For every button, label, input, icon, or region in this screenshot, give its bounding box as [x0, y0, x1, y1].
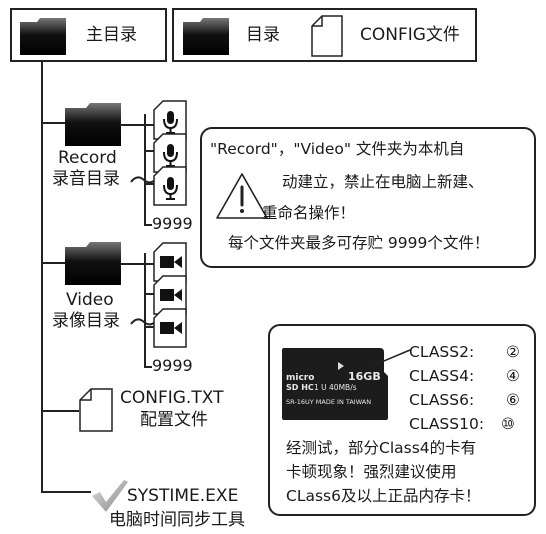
- video-cn-name: 录像目录: [52, 311, 120, 331]
- sd-card-image: micro SD HC 16GB 1 U 40MB/s SR-16UY MADE…: [282, 348, 388, 420]
- record-cn-name: 录音目录: [52, 169, 120, 189]
- class4-label: CLASS4:: [409, 367, 475, 385]
- class4-symbol: ④: [506, 367, 520, 385]
- legend-main-dir-box: 主目录: [10, 8, 167, 62]
- video-camera-icon: [153, 275, 187, 315]
- config-txt-cn-name: 配置文件: [140, 410, 208, 430]
- folder-icon: [20, 18, 66, 55]
- video-count-branch: [144, 366, 152, 368]
- record-name: Record: [58, 148, 117, 168]
- class10-label: CLASS10:: [409, 415, 485, 433]
- sd-capacity: 16GB: [348, 370, 381, 383]
- record-file1-branch: [120, 124, 154, 126]
- document-icon: [79, 388, 113, 432]
- config-txt-name: CONFIG.TXT: [120, 388, 224, 408]
- legend-config-label: CONFIG文件: [360, 25, 460, 45]
- video-file2-branch: [144, 293, 154, 295]
- folder-icon: [183, 18, 229, 55]
- systime-name: SYSTIME.EXE: [127, 486, 239, 506]
- video-camera-icon: [153, 308, 187, 348]
- microphone-icon: [153, 166, 187, 206]
- class10-symbol: ⑩: [501, 415, 515, 433]
- branch-video-line: [41, 262, 65, 264]
- legend-dir-config-box: 目录 CONFIG文件: [172, 8, 477, 62]
- document-icon: [311, 15, 343, 57]
- sd-note-line3: CLass6及以上正品内存卡！: [286, 487, 481, 505]
- microphone-icon: [153, 100, 187, 140]
- sd-note-line2: 卡顿现象！强烈建议使用: [286, 463, 457, 481]
- branch-systime-line: [41, 491, 91, 493]
- class2-symbol: ②: [506, 343, 520, 361]
- record-files-line: [144, 114, 146, 226]
- class6-symbol: ⑥: [506, 391, 520, 409]
- sd-model: SR-16UY MADE IN TAIWAN: [286, 398, 371, 406]
- branch-record-line: [41, 122, 65, 124]
- sd-brand-bot: SD HC: [286, 383, 314, 392]
- video-count: 9999: [152, 356, 193, 375]
- legend-main-dir-label: 主目录: [86, 25, 137, 45]
- sd-brand-top: micro: [286, 373, 314, 383]
- video-file1-branch: [120, 263, 154, 265]
- systime-cn-name: 电脑时间同步工具: [109, 510, 245, 530]
- tree-trunk-line: [41, 62, 43, 492]
- legend-dir-label: 目录: [246, 25, 280, 45]
- class2-label: CLASS2:: [409, 343, 475, 361]
- checkmark-icon: [92, 480, 128, 512]
- sd-speed: 1 U 40MB/s: [314, 383, 357, 392]
- record-count: 9999: [152, 214, 193, 233]
- video-file3-branch: [144, 326, 154, 328]
- warning-icon: [216, 173, 268, 219]
- sd-note-line1: 经测试，部分Class4的卡有: [286, 439, 477, 457]
- class-pointer-lines: [371, 349, 411, 367]
- warning-note-box: "Record"，"Video" 文件夹为本机自 动建立，禁止在电脑上新建、 重…: [200, 127, 536, 268]
- warning-line1: "Record"，"Video" 文件夹为本机自: [210, 140, 465, 158]
- warning-line2: 动建立，禁止在电脑上新建、: [282, 173, 484, 191]
- warning-line3: 重命名操作！: [262, 204, 356, 222]
- branch-config-line: [41, 410, 79, 412]
- sd-card-note-box: micro SD HC 16GB 1 U 40MB/s SR-16UY MADE…: [268, 324, 536, 516]
- warning-line4: 每个文件夹最多可存贮 9999个文件！: [228, 234, 490, 252]
- record-file2-branch: [144, 150, 154, 152]
- class6-label: CLASS6:: [409, 391, 475, 409]
- video-folder-icon: [65, 242, 121, 285]
- record-folder-icon: [65, 103, 121, 146]
- video-files-line: [144, 253, 146, 368]
- record-count-branch: [144, 224, 152, 226]
- record-file3-branch: [144, 183, 154, 185]
- video-name: Video: [66, 290, 114, 310]
